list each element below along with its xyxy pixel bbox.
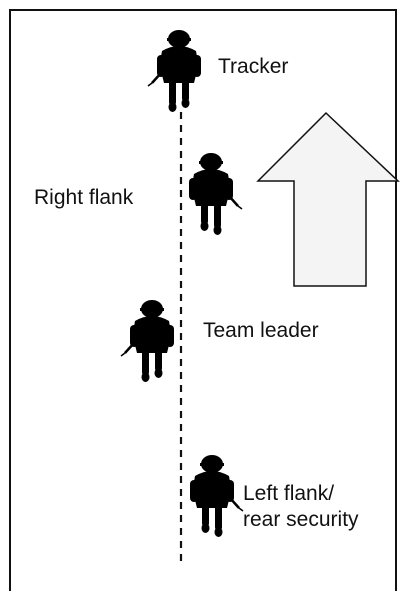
label-left-flank-line2: rear security: [243, 508, 359, 531]
soldier-icon-team-leader: [119, 298, 176, 384]
label-right-flank: Right flank: [34, 186, 134, 209]
soldier-icon-left-flank: [188, 453, 245, 539]
label-tracker: Tracker: [218, 55, 289, 78]
arrow-up-icon: [256, 111, 400, 287]
soldier-icon-right-flank: [187, 151, 244, 237]
label-left-flank-line1: Left flank/: [243, 482, 335, 505]
soldier-icon-tracker: [146, 28, 203, 114]
label-left-flank: Left flank/ rear security: [243, 481, 359, 533]
label-team-leader: Team leader: [203, 319, 319, 342]
